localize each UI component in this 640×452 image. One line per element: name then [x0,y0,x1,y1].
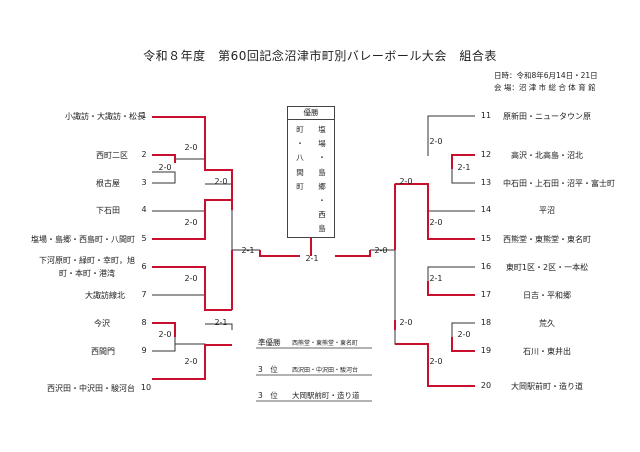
placement-runner-up: 準優勝西熊堂・東熊堂・東名町 [258,338,359,347]
right-team-13: 中石田・上石田・沼平・富士町 [503,179,615,188]
left-seed-3: 3 [141,178,147,187]
right-seed-18: 18 [480,318,492,327]
left-team-8: 今沢 [94,319,110,328]
left-seed-10: 10 [140,383,152,392]
left-seed-7: 7 [141,290,147,299]
left-team-9: 西間門 [91,347,115,356]
page-title: 令和８年度 第60回記念沼津市町別バレーボール大会 組合表 [143,49,497,63]
left-seed-5: 5 [141,234,147,243]
left-team-4: 下石田 [96,206,120,215]
champion-box: 優勝 町・八間町 塩場・島郷・西島 [287,106,335,238]
left-seed-8: 8 [141,318,147,327]
champion-label: 優勝 [288,107,334,120]
left-seed-4: 4 [141,205,147,214]
score-r-14v15: 2-0 [429,218,443,227]
score-l-89v10: 2-0 [184,357,198,366]
score-l-bot: 2-1 [214,318,228,327]
right-seed-12: 12 [480,150,492,159]
left-team-10: 西沢田・中沢田・駿河台 [47,384,135,393]
left-team-3: 根古屋 [96,179,120,188]
right-team-19: 石川・東井出 [523,347,571,356]
left-team-2: 西町二区 [96,151,128,160]
left-seed-6: 6 [141,262,147,271]
right-team-18: 荒久 [539,319,555,328]
left-seed-1: 1 [141,111,147,120]
score-l-semi: 2-1 [241,246,255,255]
right-seed-16: 16 [480,262,492,271]
score-r-bot: 2-0 [399,318,413,327]
score-r-top: 2-0 [399,177,413,186]
score-r-12v13: 2-1 [457,163,471,172]
score-l-8v9: 2-0 [158,330,172,339]
score-r-semi: 2-0 [374,246,388,255]
score-r-16v17: 2-1 [429,274,443,283]
right-seed-15: 15 [480,234,492,243]
score-r-1819v20: 2-0 [429,357,443,366]
placement-third-1: 3 位西沢田・中沢田・駿河台 [258,365,359,374]
left-seed-2: 2 [141,150,147,159]
left-team-6-line2: 町・本町・港湾 [59,269,115,278]
score-r-18v19: 2-0 [457,330,471,339]
right-seed-11: 11 [480,111,492,120]
score-l-4v5: 2-0 [184,218,198,227]
champion-col1: 町・八間町 [296,125,304,191]
score-r-11v1213: 2-0 [429,137,443,146]
left-team-7: 大諏訪線北 [85,291,125,300]
left-seed-9: 9 [141,346,147,355]
right-seed-19: 19 [480,346,492,355]
right-team-14: 平沼 [539,206,555,215]
right-team-15: 西熊堂・東熊堂・東名町 [503,235,591,244]
right-team-12: 高沢・北高島・沼北 [511,151,583,160]
score-l-6v7: 2-0 [184,274,198,283]
right-team-20: 大岡駅前町・造り道 [511,382,583,391]
left-team-1: 小諏訪・大諏訪・松長 [65,112,145,121]
date-info: 日時：令和8年6月14日・21日 [494,71,598,80]
score-final: 2-1 [305,254,319,263]
right-seed-17: 17 [480,290,492,299]
right-seed-20: 20 [480,381,492,390]
score-l-2v3: 2-0 [158,163,172,172]
right-team-11: 原新田・ニュータウン原 [503,112,591,121]
score-l-1v23: 2-0 [184,143,198,152]
score-l-top: 2-0 [214,177,228,186]
venue-info: 会 場：沼 津 市 総 合 体 育 館 [494,83,596,92]
right-team-16: 東町1区・2区・一本松 [505,263,589,272]
right-seed-13: 13 [480,178,492,187]
right-seed-14: 14 [480,205,492,214]
left-team-5: 塩場・島郷・西島町・八間町 [31,235,135,244]
right-team-17: 日吉・平和郷 [523,291,571,300]
placement-third-2: 3 位大岡駅前町・造り道 [258,391,360,400]
left-team-6-line1: 下河原町・緑町・幸町，旭 [39,256,135,265]
winner-lines [152,116,475,387]
champion-col2: 塩場・島郷・西島 [318,125,326,234]
